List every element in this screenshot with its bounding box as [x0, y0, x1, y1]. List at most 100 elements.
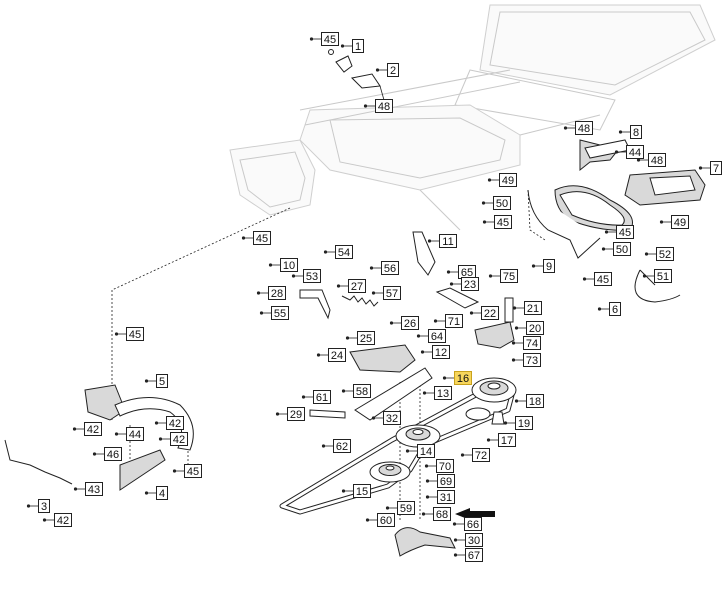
part-label-31[interactable]: 31	[425, 490, 455, 505]
drive-belt	[279, 387, 515, 515]
part-label-54[interactable]: 54	[323, 245, 353, 260]
part-label-42a[interactable]: 42	[154, 416, 184, 431]
part-label-45f[interactable]: 45	[114, 327, 144, 342]
part-label-10[interactable]: 10	[268, 258, 298, 273]
part-label-56[interactable]: 56	[369, 261, 399, 276]
part-label-49a[interactable]: 49	[487, 173, 517, 188]
leader-dot	[336, 284, 341, 288]
part-label-24[interactable]: 24	[316, 348, 346, 363]
part-label-7[interactable]: 7	[698, 161, 722, 176]
leader-dot	[601, 247, 606, 251]
part-label-52[interactable]: 52	[644, 247, 674, 262]
part-label-23[interactable]: 23	[449, 277, 479, 292]
part-label-72[interactable]: 72	[460, 448, 490, 463]
part-label-73[interactable]: 73	[511, 353, 541, 368]
part-label-21[interactable]: 21	[512, 301, 542, 316]
label-text: 51	[657, 271, 669, 283]
part-label-45d[interactable]: 45	[241, 231, 271, 246]
part-label-13[interactable]: 13	[422, 386, 452, 401]
part-label-18[interactable]: 18	[514, 394, 544, 409]
part-label-3[interactable]: 3	[26, 499, 50, 514]
part-label-2[interactable]: 2	[375, 63, 399, 78]
part-label-19[interactable]: 19	[503, 416, 533, 431]
part-label-70[interactable]: 70	[424, 459, 454, 474]
part-label-12[interactable]: 12	[420, 345, 450, 360]
part-label-22[interactable]: 22	[469, 306, 499, 321]
part-label-29[interactable]: 29	[275, 407, 305, 422]
label-box	[671, 215, 689, 229]
part-label-66[interactable]: 66	[452, 517, 482, 532]
part-label-48b[interactable]: 48	[563, 121, 593, 136]
part-label-45g[interactable]: 45	[172, 464, 202, 479]
part-label-14[interactable]: 14	[405, 444, 435, 459]
part-label-43[interactable]: 43	[73, 482, 103, 497]
label-text: 50	[496, 198, 508, 210]
label-text: 52	[659, 249, 671, 261]
part-label-28[interactable]: 28	[256, 286, 286, 301]
part-label-32[interactable]: 32	[371, 411, 401, 426]
part-label-17[interactable]: 17	[486, 433, 516, 448]
leader-dot	[420, 350, 425, 354]
part-label-58[interactable]: 58	[341, 384, 371, 399]
part-label-74[interactable]: 74	[511, 336, 541, 351]
part-label-16[interactable]: 16	[442, 371, 472, 386]
part-label-46[interactable]: 46	[92, 447, 122, 462]
part-label-4[interactable]: 4	[144, 486, 168, 501]
part-label-30[interactable]: 30	[453, 533, 483, 548]
part-label-45a[interactable]: 45	[309, 32, 339, 47]
part-label-61[interactable]: 61	[301, 390, 331, 405]
leader-dot	[371, 291, 376, 295]
part-label-5[interactable]: 5	[144, 374, 168, 389]
part-label-50b[interactable]: 50	[601, 242, 631, 257]
part-label-60[interactable]: 60	[365, 513, 395, 528]
part-label-50a[interactable]: 50	[481, 196, 511, 211]
part-label-45e[interactable]: 45	[582, 272, 612, 287]
label-box	[397, 501, 415, 515]
part-label-69[interactable]: 69	[425, 474, 455, 489]
part-label-53[interactable]: 53	[291, 269, 321, 284]
leader-dot	[531, 264, 536, 268]
label-text: 50	[616, 244, 628, 256]
part-label-1[interactable]: 1	[340, 39, 364, 54]
part-label-67[interactable]: 67	[453, 548, 483, 563]
part-label-42c[interactable]: 42	[158, 432, 188, 447]
label-text: 6	[612, 304, 618, 316]
label-text: 54	[338, 247, 350, 259]
part-label-6[interactable]: 6	[597, 302, 621, 317]
part-label-48a[interactable]: 48	[363, 99, 393, 114]
part-label-75[interactable]: 75	[488, 269, 518, 284]
part-21-pin	[504, 297, 514, 323]
part-label-25[interactable]: 25	[345, 331, 375, 346]
label-text: 55	[274, 308, 286, 320]
label-text: 73	[526, 355, 538, 367]
leader-dot	[323, 250, 328, 254]
part-label-45b[interactable]: 45	[482, 215, 512, 230]
part-label-64[interactable]: 64	[416, 329, 446, 344]
part-label-26[interactable]: 26	[389, 316, 419, 331]
part-label-9[interactable]: 9	[531, 259, 555, 274]
part-2-lever	[350, 73, 385, 101]
part-label-8[interactable]: 8	[618, 125, 642, 140]
part-label-71[interactable]: 71	[433, 314, 463, 329]
part-label-45c[interactable]: 45	[604, 225, 634, 240]
part-label-55[interactable]: 55	[259, 306, 289, 321]
part-label-20[interactable]: 20	[514, 321, 544, 336]
part-label-51[interactable]: 51	[642, 269, 672, 284]
label-box	[433, 507, 451, 521]
part-label-65[interactable]: 65	[446, 265, 476, 280]
part-label-42b[interactable]: 42	[72, 422, 102, 437]
part-label-42d[interactable]: 42	[42, 513, 72, 528]
part-label-62[interactable]: 62	[321, 439, 351, 454]
part-label-27[interactable]: 27	[336, 279, 366, 294]
part-label-44b[interactable]: 44	[114, 427, 144, 442]
part-label-48c[interactable]: 48	[636, 153, 666, 168]
part-label-49b[interactable]: 49	[659, 215, 689, 230]
label-text: 56	[384, 263, 396, 275]
part-label-59[interactable]: 59	[385, 501, 415, 516]
label-text: 44	[129, 429, 141, 441]
part-label-11[interactable]: 11	[427, 234, 457, 249]
part-label-68[interactable]: 68	[421, 507, 451, 522]
part-label-44a[interactable]: 44	[614, 145, 644, 160]
part-label-15[interactable]: 15	[341, 484, 371, 499]
part-label-57[interactable]: 57	[371, 286, 401, 301]
